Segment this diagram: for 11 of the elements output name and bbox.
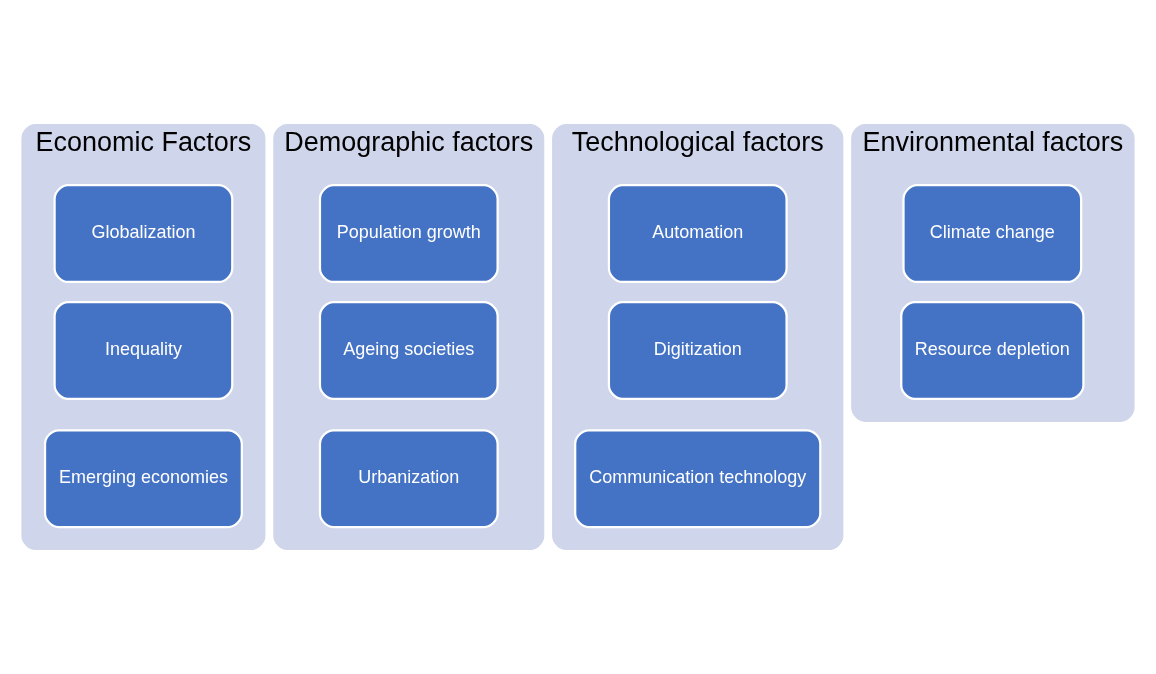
node-box: Population growth <box>318 184 499 284</box>
node-box: Ageing societies <box>318 301 499 400</box>
node-box: Communication technology <box>574 429 822 529</box>
node-box: Automation <box>607 184 788 284</box>
node-box: Resource depletion <box>900 301 1085 400</box>
node-box: Urbanization <box>318 429 499 529</box>
node-box: Inequality <box>53 301 234 400</box>
node-box: Globalization <box>53 184 234 284</box>
node-box: Digitization <box>607 301 788 400</box>
node-box: Emerging economies <box>43 429 243 529</box>
node-box: Climate change <box>902 184 1083 284</box>
